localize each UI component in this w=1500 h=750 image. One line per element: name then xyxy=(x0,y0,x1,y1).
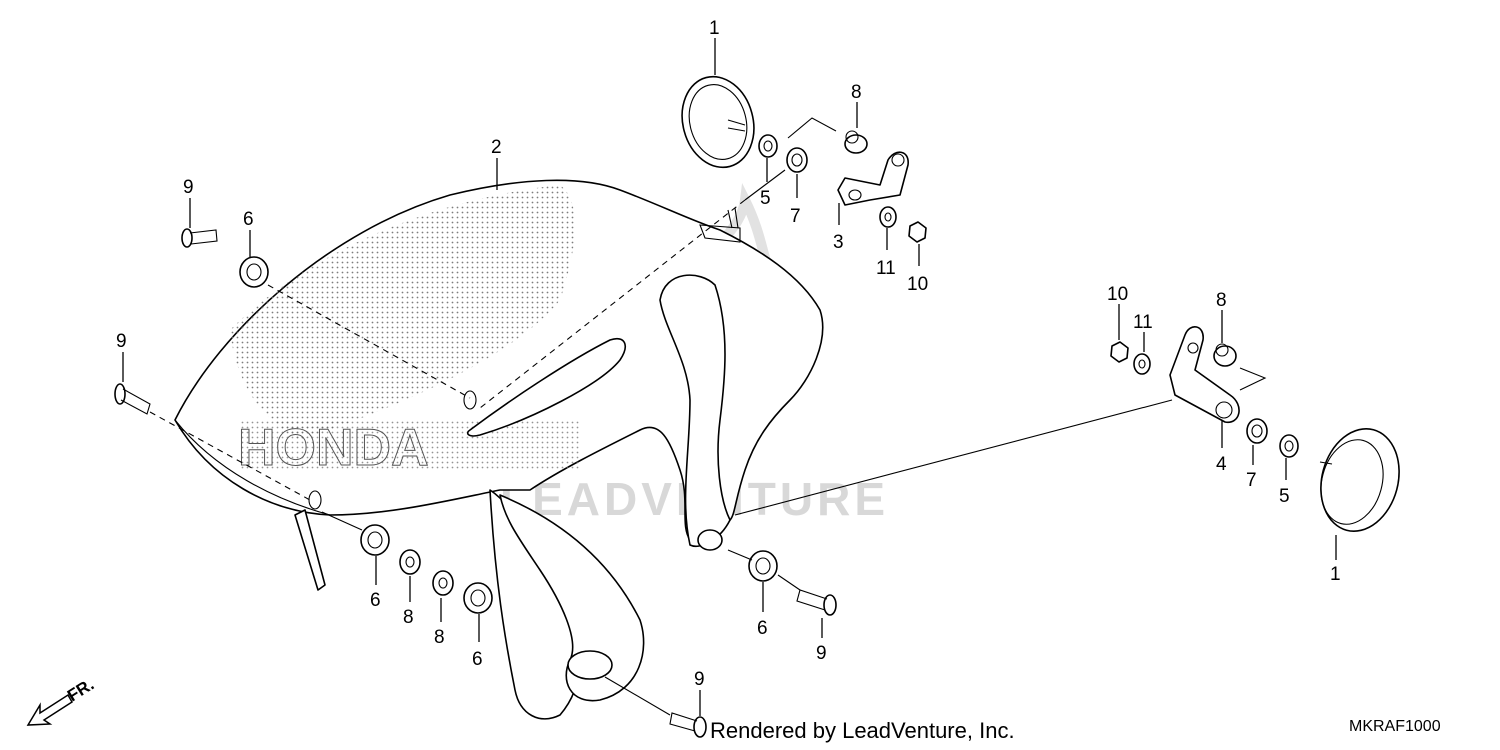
callout-8-mid: 8 xyxy=(434,627,445,648)
collar-8-right xyxy=(1213,343,1237,367)
callout-1-right: 1 xyxy=(1330,564,1341,585)
washer-11-top xyxy=(879,206,897,228)
bolt-9-br xyxy=(796,589,837,616)
collar-8-top xyxy=(844,130,868,154)
grommet-6-top xyxy=(239,256,269,288)
callout-leaders xyxy=(122,38,1337,716)
callout-labels: 1 2 5 7 8 3 11 10 9 6 9 10 11 8 4 7 5 1 … xyxy=(116,18,1341,690)
callout-9-l: 9 xyxy=(116,331,127,352)
callout-6-br: 6 xyxy=(757,618,768,639)
callout-10-right: 10 xyxy=(1107,284,1128,305)
bolt-9-bottom xyxy=(669,712,707,738)
grommet-7-right xyxy=(1246,418,1268,444)
callout-7-right: 7 xyxy=(1246,470,1257,491)
callout-9-tl: 9 xyxy=(183,177,194,198)
bolt-9-tl xyxy=(181,228,218,248)
callout-8-top: 8 xyxy=(851,82,862,103)
callout-7-top: 7 xyxy=(790,206,801,227)
callout-11-right: 11 xyxy=(1133,312,1153,333)
bolt-9-l xyxy=(114,383,151,415)
callout-5-top: 5 xyxy=(760,188,771,209)
bracket-4 xyxy=(1169,326,1240,423)
front-direction-indicator: FR. xyxy=(26,675,97,726)
callout-4: 4 xyxy=(1216,454,1227,475)
collar-5-right xyxy=(1279,434,1299,458)
washer-11-right xyxy=(1133,353,1151,375)
render-credit: Rendered by LeadVenture, Inc. xyxy=(710,718,1015,743)
nut-10-top xyxy=(908,221,927,243)
honda-brand-text: HONDA xyxy=(238,419,429,477)
diagram-code: MKRAF1000 xyxy=(1349,718,1441,735)
grommet-6-br xyxy=(748,550,778,582)
grommet-6-mid xyxy=(463,582,493,614)
assembly-lines xyxy=(149,117,1267,716)
callout-11-top: 11 xyxy=(876,258,896,279)
grommet-6-bl xyxy=(360,524,390,556)
bracket-3 xyxy=(837,151,909,206)
callout-5-right: 5 xyxy=(1279,486,1290,507)
callout-2: 2 xyxy=(491,137,502,158)
nut-10-right xyxy=(1110,341,1129,363)
callout-8-right: 8 xyxy=(1216,290,1227,311)
callout-6-bl: 6 xyxy=(370,590,381,611)
callout-6-mid: 6 xyxy=(472,649,483,670)
collar-5-top xyxy=(758,134,778,158)
callout-1-top: 1 xyxy=(709,18,720,39)
collar-8-bl xyxy=(399,549,421,575)
callout-8-bl: 8 xyxy=(403,607,414,628)
reflector-right xyxy=(1319,428,1400,532)
callout-3: 3 xyxy=(833,232,844,253)
collar-8-mid xyxy=(432,570,454,596)
callout-6-top: 6 xyxy=(243,209,254,230)
grommet-7-top xyxy=(786,147,808,173)
callout-10-top: 10 xyxy=(907,274,928,295)
callout-9-bottom: 9 xyxy=(694,669,705,690)
reflector-top xyxy=(681,75,755,169)
callout-9-br: 9 xyxy=(816,643,827,664)
front-fender: HONDA xyxy=(174,179,824,720)
